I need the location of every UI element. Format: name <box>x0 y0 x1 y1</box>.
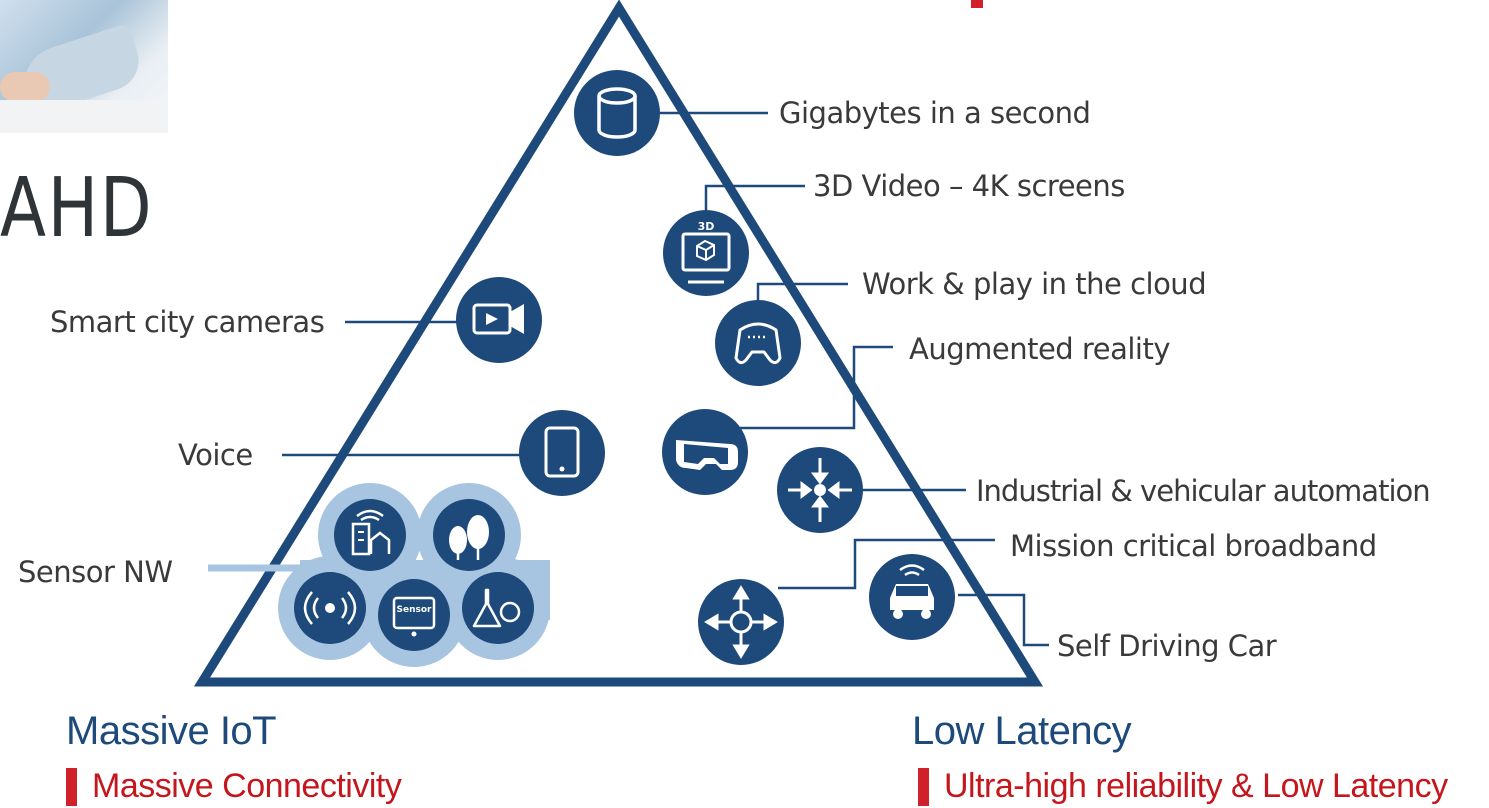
3d-icon-text: 3D <box>698 220 715 233</box>
industrial-arrows-icon <box>777 447 863 533</box>
photo-hand <box>0 72 50 102</box>
photo-desk <box>0 100 168 133</box>
sensor-device-icon <box>378 579 450 651</box>
top-red-marker <box>971 0 983 8</box>
video-camera-icon <box>456 277 542 363</box>
3d-screen-icon: 3D <box>663 210 749 296</box>
label-3d-video: 3D Video – 4K screens <box>813 169 1125 203</box>
label-self-driving: Self Driving Car <box>1057 629 1277 663</box>
connector-3dvideo <box>704 184 805 212</box>
tablet-icon <box>519 410 605 496</box>
label-sensor-nw: Sensor NW <box>18 555 173 589</box>
lab-flask-icon <box>462 572 534 644</box>
database-icon <box>574 70 660 156</box>
label-cloud: Work & play in the cloud <box>862 267 1207 301</box>
label-voice: Voice <box>178 438 253 472</box>
vr-headset-icon <box>662 409 748 495</box>
label-industrial: Industrial & vehicular automation <box>976 474 1431 508</box>
connector-mission <box>778 538 995 590</box>
sensor-icon-text: Sensor <box>397 605 433 615</box>
connector-cloud <box>756 282 848 305</box>
label-gigabytes: Gigabytes in a second <box>779 96 1091 130</box>
pyramid-triangle <box>193 0 1044 687</box>
massive-iot-title: Massive IoT <box>66 709 277 753</box>
connector-ar <box>740 345 893 430</box>
mission-arrows-icon <box>698 579 784 665</box>
massive-connectivity-subtitle: Massive Connectivity <box>66 766 402 806</box>
car-icon <box>869 554 955 640</box>
gamepad-icon <box>715 300 801 386</box>
heading-fragment: AHD <box>0 161 154 256</box>
sensor-cluster: Sensor <box>278 483 550 667</box>
connector-selfdriving <box>958 593 1049 647</box>
low-latency-title: Low Latency <box>912 709 1132 753</box>
label-augmented-reality: Augmented reality <box>909 332 1170 366</box>
label-mission-critical: Mission critical broadband <box>1010 529 1377 563</box>
label-smart-city-cameras: Smart city cameras <box>50 305 325 339</box>
connector-lines <box>282 111 1049 647</box>
header-photo <box>0 0 168 133</box>
reliability-subtitle: Ultra-high reliability & Low Latency <box>918 766 1489 806</box>
